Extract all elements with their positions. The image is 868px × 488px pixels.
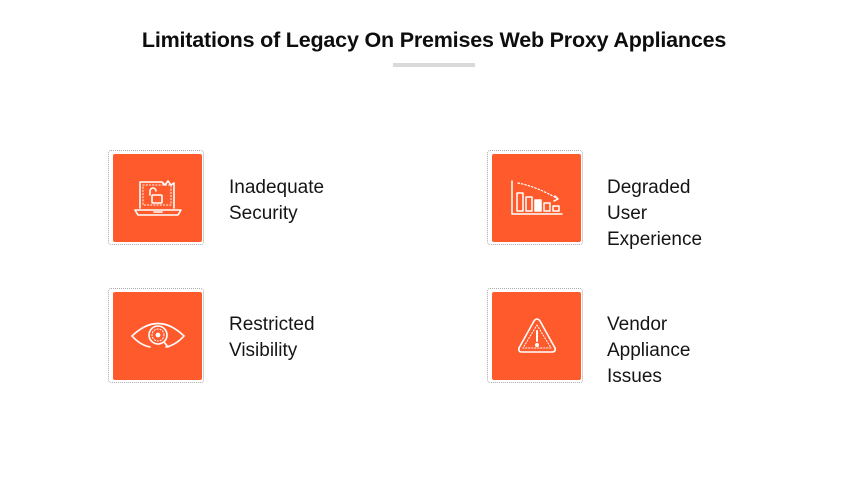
title-underline-divider — [393, 63, 475, 67]
label-line-2: Security — [229, 203, 298, 224]
label-line-1: Restricted — [229, 314, 315, 335]
icon-tile — [113, 292, 202, 380]
label-line-2: Visibility — [229, 340, 298, 361]
label-line-2: User Experience — [607, 203, 703, 250]
warning-triangle-icon — [517, 318, 556, 353]
label-line-1: Vendor — [607, 314, 668, 335]
page-title: Limitations of Legacy On Premises Web Pr… — [141, 28, 727, 52]
label-line-1: Degraded — [607, 177, 691, 198]
item-label: Degraded User Experience — [607, 175, 702, 253]
icon-tile — [492, 292, 581, 380]
dotted-frame — [487, 150, 583, 245]
icon-tile — [113, 154, 202, 242]
item-label: Inadequate Security — [229, 175, 324, 227]
icon-tile — [492, 154, 581, 242]
dotted-frame — [108, 288, 204, 383]
broken-laptop-unlocked-padlock-icon — [133, 180, 182, 216]
item-label: Vendor Appliance Issues — [607, 312, 690, 390]
label-line-2: Appliance Issues — [607, 340, 691, 387]
dotted-frame — [108, 150, 204, 245]
label-line-1: Inadequate — [229, 177, 325, 198]
dotted-frame — [487, 288, 583, 383]
item-label: Restricted Visibility — [229, 312, 315, 364]
declining-bar-chart-icon — [510, 180, 563, 215]
eye-magnifier-icon — [130, 322, 185, 348]
